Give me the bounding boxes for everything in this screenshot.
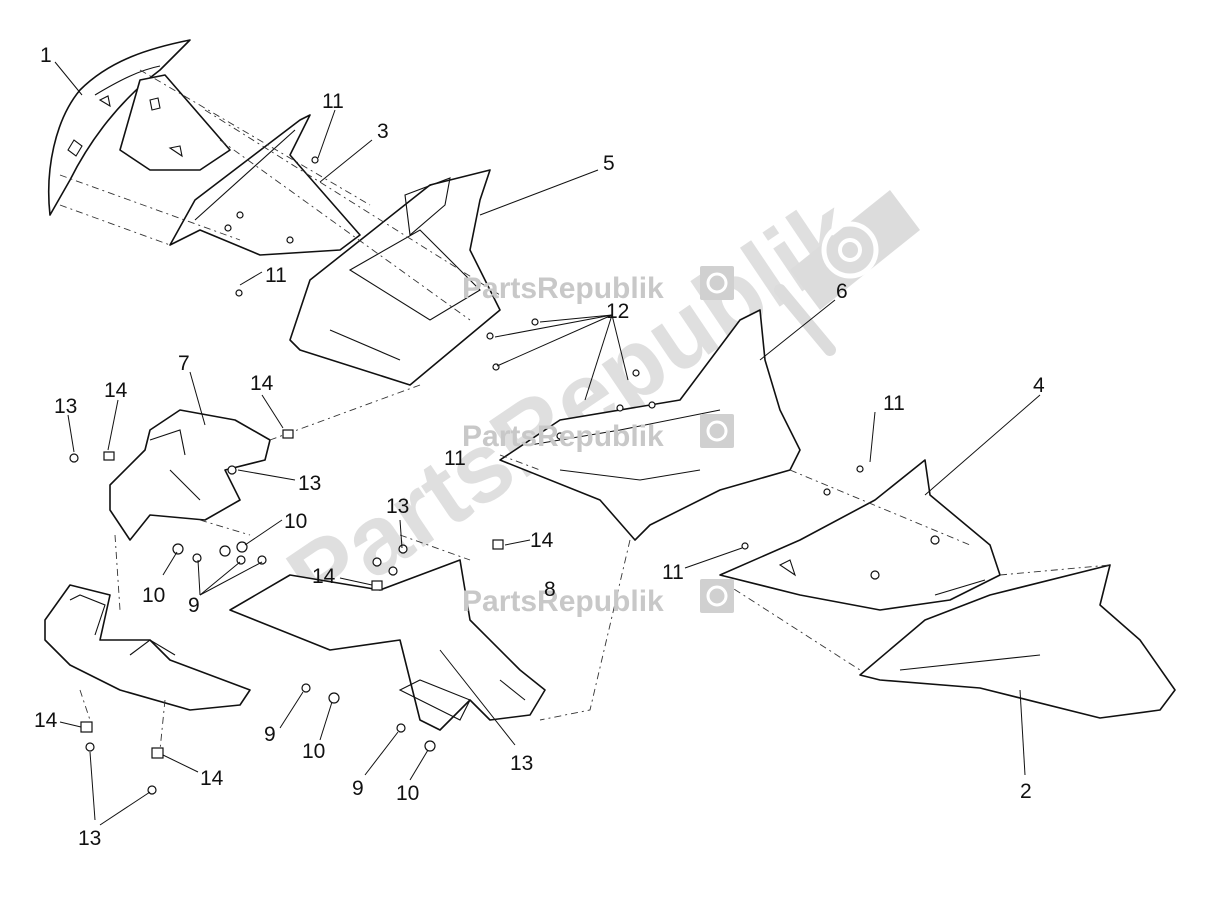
callout-14-c: 14 <box>530 529 554 552</box>
part-2-large-fairing <box>859 564 1176 719</box>
callout-5: 5 <box>603 152 615 175</box>
gear-icon <box>706 420 728 442</box>
watermark-stamp-2-text: PartsRepublik <box>462 420 664 453</box>
callout-7: 7 <box>178 352 190 375</box>
watermark-stamp-2: PartsRepublik <box>462 414 734 453</box>
callout-11-a: 11 <box>322 90 344 113</box>
callout-14-f: 14 <box>200 767 224 790</box>
callout-11-e: 11 <box>662 561 684 584</box>
callout-1: 1 <box>40 44 52 67</box>
watermark-gear-large-icon <box>774 190 920 356</box>
callout-14-b: 14 <box>250 372 274 395</box>
watermark-stamp-1-text: PartsRepublik <box>462 272 664 305</box>
callout-14-a: 14 <box>104 379 128 402</box>
callout-9-c: 9 <box>352 777 364 800</box>
callout-11-d: 11 <box>883 392 905 415</box>
callout-12: 12 <box>606 300 629 323</box>
callout-10-a: 10 <box>284 510 307 533</box>
part-4-right-panel <box>719 459 1001 611</box>
watermark-stamp-1: PartsRepublik <box>462 266 734 305</box>
callout-14-e: 14 <box>34 709 58 732</box>
callout-11-c: 11 <box>444 447 466 470</box>
part-7-air-duct <box>109 409 271 541</box>
callout-8: 8 <box>544 578 556 601</box>
hardware-fasteners <box>69 156 864 795</box>
callout-10-c: 10 <box>302 740 325 763</box>
part-1-front-fairing <box>47 39 191 216</box>
watermark-stamp-3-text: PartsRepublik <box>462 585 664 618</box>
callout-10-b: 10 <box>142 584 165 607</box>
callout-13-d: 13 <box>510 752 533 775</box>
callout-14-d: 14 <box>312 565 336 588</box>
callout-13-c: 13 <box>386 495 409 518</box>
callout-13-a: 13 <box>54 395 77 418</box>
part-1-bracket <box>119 74 231 171</box>
part-8-side-fairing <box>229 559 546 731</box>
callout-11-b: 11 <box>265 264 287 287</box>
callout-4: 4 <box>1033 374 1045 397</box>
callout-13-e: 13 <box>78 827 101 850</box>
gear-icon <box>706 585 728 607</box>
part-6-dash-panel <box>499 309 801 541</box>
callout-9-b: 9 <box>264 723 276 746</box>
watermark-stamp-3: PartsRepublik <box>462 579 734 618</box>
part-lower-spoiler <box>44 584 251 711</box>
callout-labels: 1 11 3 11 5 12 6 7 14 14 13 13 11 11 4 1… <box>34 44 1045 850</box>
gear-icon <box>706 272 728 294</box>
callout-13-b: 13 <box>298 472 321 495</box>
leader-lines <box>54 61 1041 826</box>
callout-3: 3 <box>377 120 389 143</box>
callout-6: 6 <box>836 280 848 303</box>
callout-10-d: 10 <box>396 782 419 805</box>
part-5-inner-fairing <box>289 169 501 386</box>
callout-2: 2 <box>1020 780 1032 803</box>
construction-lines <box>59 69 1111 751</box>
callout-9-a: 9 <box>188 594 200 617</box>
